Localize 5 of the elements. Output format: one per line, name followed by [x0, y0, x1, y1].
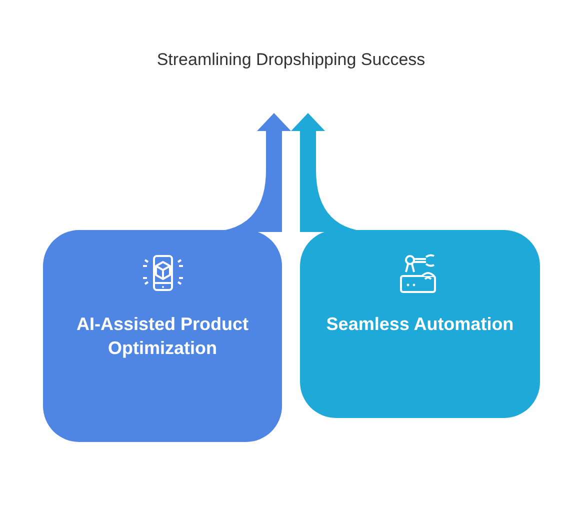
node-label: Seamless Automation: [325, 313, 515, 336]
title: Streamlining Dropshipping Success: [156, 50, 426, 70]
rounded-card: [43, 230, 282, 442]
node-label: AI-Assisted Product Optimization: [75, 313, 250, 360]
rounded-card: [300, 230, 540, 418]
